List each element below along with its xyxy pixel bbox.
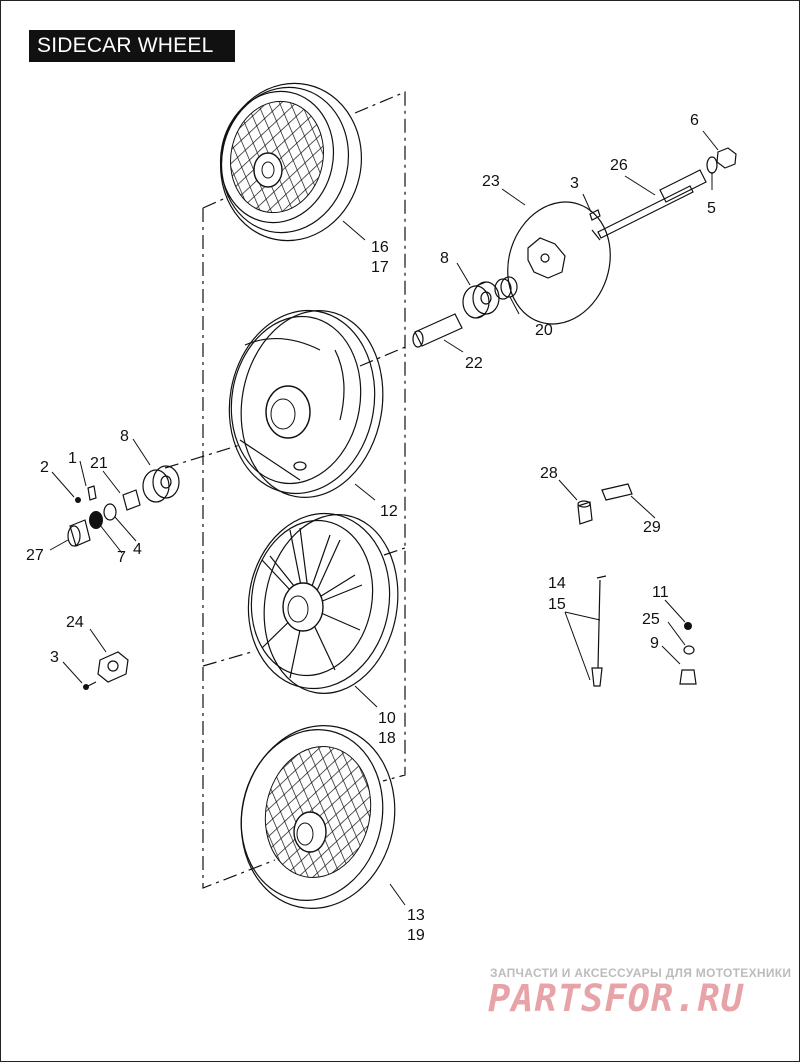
spoke-nipple	[591, 575, 607, 687]
callout-21: 21	[90, 455, 108, 472]
callout-16: 16	[371, 239, 389, 256]
callout-24: 24	[66, 614, 84, 631]
callout-22: 22	[465, 355, 483, 372]
leader-lines	[49, 130, 719, 906]
balance-weights	[577, 483, 633, 525]
cast-wheel	[247, 512, 399, 694]
assembly-dash-lines	[164, 91, 411, 889]
disc-wheel	[228, 309, 384, 498]
axle	[591, 169, 707, 241]
watermark-tagline: ЗАПЧАСТИ И АКСЕССУАРЫ ДЛЯ МОТОТЕХНИКИ	[490, 966, 792, 980]
callout-19: 19	[407, 927, 425, 944]
callout-8-right: 8	[440, 250, 449, 267]
watermark-brand: PARTSFOR.RU	[488, 977, 745, 1020]
callout-4: 4	[133, 541, 142, 558]
brake-disc	[507, 201, 611, 325]
callout-26: 26	[610, 157, 628, 174]
callout-labels: 16 17 6 26 23 3 5 8 20 22 12 8 1 2 21 27…	[26, 112, 716, 944]
callout-15: 15	[548, 596, 566, 613]
callout-18: 18	[378, 730, 396, 747]
callout-12: 12	[380, 503, 398, 520]
diagram-title: SIDECAR WHEEL	[29, 30, 235, 62]
callout-14: 14	[548, 575, 566, 592]
callout-1: 1	[68, 450, 77, 467]
callout-3-top: 3	[570, 175, 579, 192]
bearing-right	[462, 276, 518, 319]
callout-27: 27	[26, 547, 44, 564]
callout-6: 6	[690, 112, 699, 129]
spacer-tube	[412, 313, 463, 348]
callout-20: 20	[535, 322, 553, 339]
callout-7: 7	[117, 549, 126, 566]
callout-3-bottom: 3	[50, 649, 59, 666]
callout-13: 13	[407, 907, 425, 924]
spoke-wheel-top	[219, 82, 363, 242]
callout-8-left: 8	[120, 428, 129, 445]
spoke-wheel-bottom	[240, 725, 396, 909]
callout-28: 28	[540, 465, 558, 482]
left-hardware	[67, 465, 180, 547]
valve-parts	[679, 622, 697, 685]
callout-29: 29	[643, 519, 661, 536]
callout-2: 2	[40, 459, 49, 476]
callout-17: 17	[371, 259, 389, 276]
callout-5: 5	[707, 200, 716, 217]
callout-10: 10	[378, 710, 396, 727]
callout-11: 11	[652, 584, 669, 601]
callout-23: 23	[482, 173, 500, 190]
callout-9: 9	[650, 635, 659, 652]
cover-plate	[83, 651, 129, 690]
callout-25: 25	[642, 611, 660, 628]
